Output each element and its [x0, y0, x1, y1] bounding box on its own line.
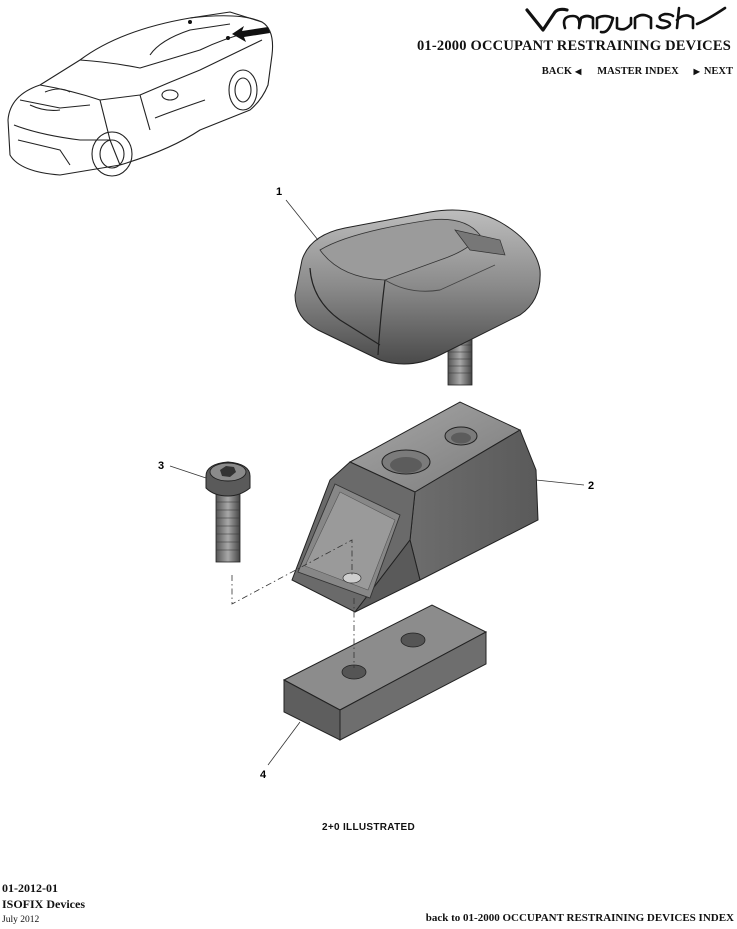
car-locator-illustration — [7, 11, 274, 177]
callout-1: 1 — [276, 186, 282, 198]
part-2-bracket — [291, 401, 539, 613]
back-to-index-link[interactable]: back to 01-2000 OCCUPANT RESTRAINING DEV… — [425, 912, 734, 924]
document-code: 01-2012-01 — [2, 881, 58, 895]
part-3-bolt — [205, 461, 251, 563]
vanquish-logo — [525, 6, 727, 34]
callout-4: 4 — [260, 769, 267, 781]
triangle-right-icon: ▶ — [693, 67, 700, 76]
master-index-link[interactable]: MASTER INDEX — [597, 66, 679, 77]
part-4-block-plate — [282, 604, 488, 741]
back-link[interactable]: BACK — [541, 66, 573, 77]
illustration-caption: 2+0 ILLUSTRATED — [322, 822, 415, 833]
part-1-cover-cap — [294, 209, 541, 386]
callout-2: 2 — [588, 480, 594, 492]
document-name: ISOFIX Devices — [2, 897, 85, 911]
callout-3: 3 — [158, 460, 164, 472]
next-link[interactable]: NEXT — [703, 66, 733, 77]
document-date: July 2012 — [2, 915, 40, 925]
section-title: 01-2000 OCCUPANT RESTRAINING DEVICES — [416, 38, 731, 54]
triangle-left-icon: ◀ — [575, 67, 582, 76]
navigation-bar: BACK ◀ MASTER INDEX ▶ NEXT — [542, 66, 733, 77]
